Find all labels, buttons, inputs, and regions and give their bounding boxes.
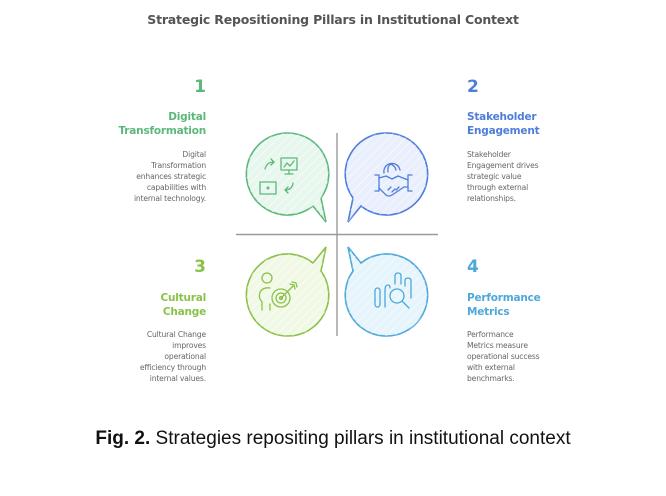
description-line: benchmarks. <box>467 374 515 383</box>
description-line: relationships. <box>467 194 516 203</box>
pillar-heading: Performance Metrics <box>467 291 577 319</box>
heading-line: Metrics <box>467 306 510 318</box>
description-line: internal values. <box>149 374 206 383</box>
bubble-cultural-change <box>245 246 330 337</box>
bubble-digital-transformation <box>245 132 330 223</box>
description-line: strategic value <box>467 172 522 181</box>
description-line: Engagement drives <box>467 161 539 170</box>
description-line: enhances strategic <box>136 172 206 181</box>
description-line: Cultural Change <box>146 330 206 339</box>
pillar-heading: Stakeholder Engagement <box>467 110 577 138</box>
pillar-description: Digital Transformation enhances strategi… <box>100 149 206 204</box>
handshake-globe-icon <box>374 162 413 197</box>
description-line: capabilities with <box>146 183 206 192</box>
description-line: Transformation <box>151 161 206 170</box>
person-target-icon <box>258 272 298 311</box>
figure-caption: Fig. 2. Strategies repositing pillars in… <box>0 428 666 450</box>
bubble-stakeholder-engagement <box>344 132 429 223</box>
pillar-number: 3 <box>194 257 206 277</box>
description-line: with external <box>467 363 515 372</box>
heading-line: Stakeholder <box>467 111 537 123</box>
bubble-performance-metrics <box>344 246 429 337</box>
heading-line: Transformation <box>118 125 207 137</box>
description-line: Digital <box>182 150 206 159</box>
pillar-description: Performance Metrics measure operational … <box>467 329 577 384</box>
heading-line: Cultural <box>160 292 206 304</box>
caption-text: Strategies repositing pillars in institu… <box>150 428 571 449</box>
description-line: improves <box>172 341 206 350</box>
description-line: efficiency through <box>139 363 206 372</box>
heading-line: Change <box>162 306 206 318</box>
description-line: Metrics measure <box>467 341 528 350</box>
diagram-panel <box>92 0 576 416</box>
heading-line: Performance <box>467 292 541 304</box>
description-line: Stakeholder <box>467 150 511 159</box>
digital-transformation-icon <box>259 157 298 195</box>
diagram-title: Strategic Repositioning Pillars in Insti… <box>147 12 519 27</box>
description-line: operational success <box>467 352 540 361</box>
pillar-description: Stakeholder Engagement drives strategic … <box>467 149 577 204</box>
pillar-number: 1 <box>194 77 206 97</box>
description-line: internal technology. <box>133 194 206 203</box>
pillar-number: 2 <box>467 77 479 97</box>
heading-line: Digital <box>168 111 206 123</box>
description-line: operational <box>164 352 206 361</box>
description-line: Performance <box>467 330 514 339</box>
description-line: through external <box>467 183 529 192</box>
pillar-heading: Digital Transformation <box>100 110 207 138</box>
pillar-heading: Cultural Change <box>100 291 206 319</box>
pillar-description: Cultural Change improves operational eff… <box>100 329 206 384</box>
caption-label: Fig. 2. <box>95 428 151 449</box>
chart-magnifier-icon <box>374 272 412 309</box>
heading-line: Engagement <box>467 125 540 137</box>
pillar-number: 4 <box>467 257 479 277</box>
